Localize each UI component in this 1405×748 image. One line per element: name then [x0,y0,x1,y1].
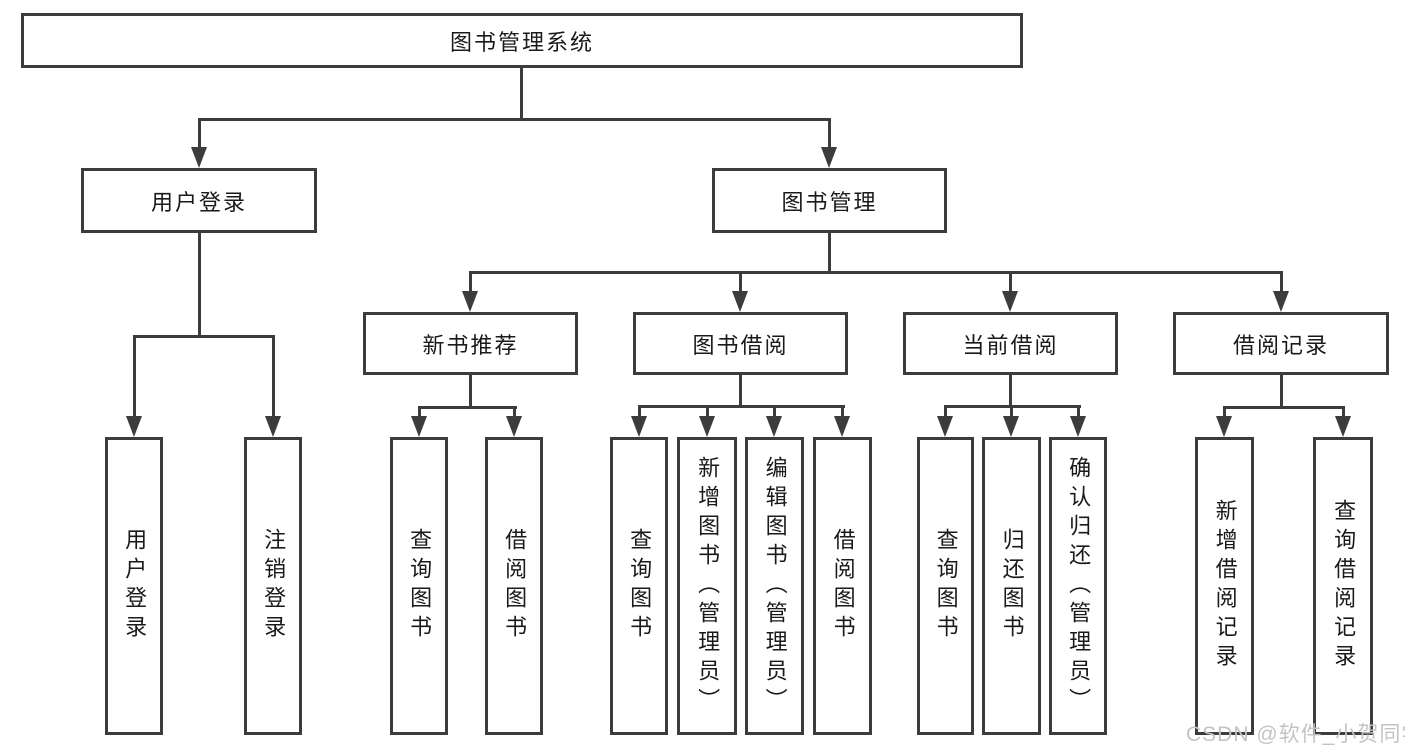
connector-line [739,375,742,408]
arrow-down-icon [1216,409,1233,437]
arrow-down-icon [265,338,282,437]
connector-line [198,118,831,121]
arrow-down-icon [732,274,749,312]
arrow-down-icon [191,121,208,168]
arrow-down-icon [1070,408,1087,437]
connector-line [828,231,831,274]
node-current-borrow: 当前借阅 [903,312,1118,375]
node-borrow-record: 借阅记录 [1173,312,1389,375]
arrow-down-icon [462,274,479,312]
connector-line [469,375,472,409]
leaf-borrow-add-book-admin: 新增图书（管理员） [677,437,737,735]
leaf-history-add-record: 新增借阅记录 [1195,437,1254,735]
arrow-down-icon [506,409,523,437]
connector-line [133,335,275,338]
connector-line [1280,375,1283,409]
arrow-down-icon [937,408,954,437]
arrow-down-icon [699,408,716,437]
arrow-down-icon [1335,409,1352,437]
node-book-borrow: 图书借阅 [633,312,848,375]
leaf-history-query-record: 查询借阅记录 [1313,437,1373,735]
connector-line [944,405,1081,408]
leaf-current-confirm-return-admin: 确认归还（管理员） [1049,437,1107,735]
arrow-down-icon [766,408,783,437]
leaf-logout: 注销登录 [244,437,302,735]
leaf-borrow-query-book: 查询图书 [610,437,668,735]
leaf-current-return-book: 归还图书 [982,437,1041,735]
connector-line [1009,375,1012,408]
arrow-down-icon [631,408,648,437]
connector-line [520,68,523,121]
connector-line [418,406,517,409]
arrow-down-icon [1002,274,1019,312]
node-book-management: 图书管理 [712,168,947,233]
leaf-user-login: 用户登录 [105,437,163,735]
arrow-down-icon [1003,408,1020,437]
node-root: 图书管理系统 [21,13,1023,68]
csdn-watermark: CSDN @软件_小贺同学 [1186,723,1405,746]
leaf-recommend-borrow-book: 借阅图书 [485,437,543,735]
leaf-current-query-book: 查询图书 [917,437,974,735]
connector-line [198,231,201,338]
arrow-down-icon [1273,274,1290,312]
leaf-borrow-borrow-book: 借阅图书 [813,437,872,735]
connector-line [638,405,845,408]
node-user-login: 用户登录 [81,168,317,233]
connector-line [469,271,1283,274]
node-new-book-recommend: 新书推荐 [363,312,578,375]
connector-line [1223,406,1345,409]
arrow-down-icon [821,121,838,168]
leaf-recommend-query-book: 查询图书 [390,437,448,735]
arrow-down-icon [126,338,143,437]
arrow-down-icon [411,409,428,437]
arrow-down-icon [834,408,851,437]
leaf-borrow-edit-book-admin: 编辑图书（管理员） [745,437,804,735]
